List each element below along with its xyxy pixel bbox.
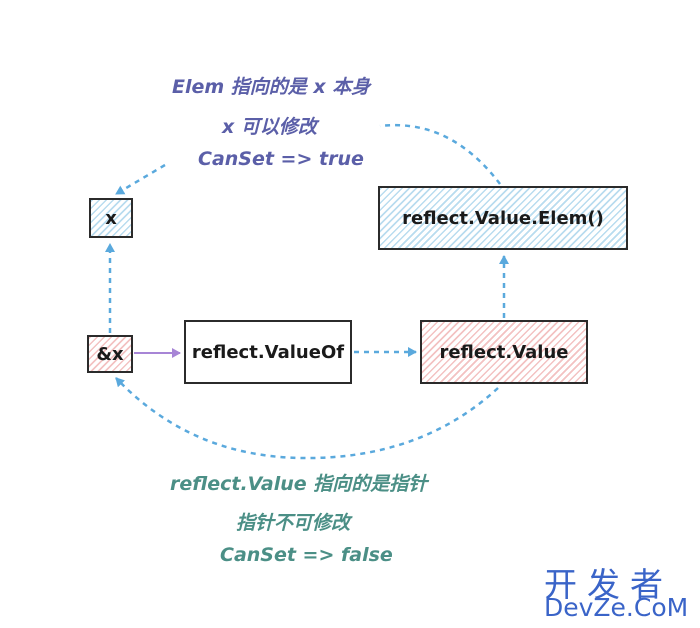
node-ampx: &x: [87, 335, 133, 373]
arrow-value-to-ampx: [115, 377, 499, 460]
node-x-label: x: [105, 207, 117, 229]
node-x: x: [89, 198, 133, 238]
arrow-elem-to-x-tail: [115, 163, 166, 196]
node-ampx-label: &x: [96, 343, 124, 365]
watermark-cn: 开发者: [544, 565, 673, 604]
node-reflect-valueof: reflect.ValueOf: [184, 320, 352, 384]
node-reflect-value-label: reflect.Value: [439, 341, 569, 363]
bottom-note-line-2: 指针不可修改: [236, 512, 351, 534]
node-reflect-value-elem: reflect.Value.Elem(): [378, 186, 628, 250]
node-reflect-value-elem-label: reflect.Value.Elem(): [402, 207, 604, 229]
top-note-line-2: x 可以修改: [222, 116, 317, 138]
arrow-elem-to-x: [379, 123, 501, 185]
top-note-line-3: CanSet => true: [198, 148, 364, 170]
bottom-note-line-1: reflect.Value 指向的是指针: [170, 473, 428, 495]
node-reflect-value: reflect.Value: [420, 320, 588, 384]
top-note-line-1: Elem 指向的是 x 本身: [172, 76, 371, 98]
bottom-note-line-3: CanSet => false: [220, 544, 393, 566]
watermark-en: DevZe.CoM: [544, 593, 689, 622]
node-reflect-valueof-label: reflect.ValueOf: [191, 341, 345, 363]
